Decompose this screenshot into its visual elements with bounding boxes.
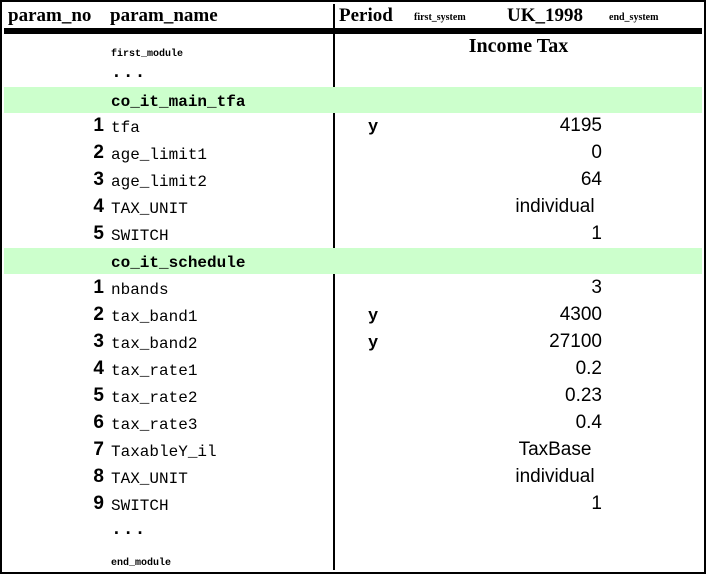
param-value[interactable]: 3 [591,277,602,298]
table-row[interactable]: 2 tax_band1 y 4300 [4,302,702,328]
param-name: tax_rate3 [111,416,198,434]
end-module-row: end_module [4,545,702,571]
ellipsis: ... [111,520,147,540]
table-row[interactable]: 2 age_limit1 0 [4,140,702,166]
param-no: 1 [93,115,104,136]
table-row[interactable]: 3 age_limit2 64 [4,167,702,193]
header-first-system: first_system [414,12,466,23]
param-value[interactable]: 4300 [559,304,602,325]
param-value[interactable]: 1 [591,223,602,244]
param-name: tax_rate1 [111,362,198,380]
param-no: 4 [93,358,104,379]
table-row[interactable]: 1 tfa y 4195 [4,113,702,139]
param-name: TaxableY_il [111,443,217,461]
param-name: TAX_UNIT [111,200,188,218]
table-row[interactable]: 5 tax_rate2 0.23 [4,383,702,409]
table-row[interactable]: 5 SWITCH 1 [4,221,702,247]
param-name: age_limit2 [111,173,208,191]
system-title: Income Tax [468,35,569,57]
param-period: y [368,307,379,326]
end-module-label: end_module [111,558,172,569]
param-name: TAX_UNIT [111,470,188,488]
param-value[interactable]: 4195 [559,115,602,136]
param-value[interactable]: 64 [580,169,602,190]
param-name: SWITCH [111,497,169,515]
param-no: 6 [93,412,104,433]
section-name: co_it_schedule [111,254,246,272]
param-value[interactable]: individual [515,466,595,487]
section-name: co_it_main_tfa [111,93,246,111]
param-no: 5 [93,223,104,244]
param-value[interactable]: 27100 [549,331,602,352]
table-row[interactable]: 6 tax_rate3 0.4 [4,410,702,436]
header-rule [4,28,702,34]
param-no: 4 [93,196,104,217]
param-no: 7 [93,439,104,460]
table-row[interactable]: 7 TaxableY_il TaxBase [4,437,702,463]
param-name: tax_rate2 [111,389,198,407]
header-param-no: param_no [8,5,92,26]
param-no: 5 [93,385,104,406]
param-value[interactable]: 0.4 [575,412,602,433]
param-name: tfa [111,119,140,137]
param-name: tax_band2 [111,335,198,353]
param-value[interactable]: 0 [591,142,602,163]
param-value[interactable]: individual [515,196,595,217]
header-system-name: UK_1998 [507,5,583,26]
param-value[interactable]: 1 [591,493,602,514]
column-divider [333,4,335,570]
param-period: y [368,118,379,137]
param-period: y [368,334,379,353]
table-row[interactable]: 4 TAX_UNIT individual [4,194,702,220]
section-header-row[interactable]: co_it_main_tfa [4,87,702,113]
header-period: Period [339,5,393,26]
ellipsis: ... [111,63,147,83]
param-name: nbands [111,281,169,299]
ellipsis-row: ... [4,518,702,544]
param-no: 1 [93,277,104,298]
table-row[interactable]: 8 TAX_UNIT individual [4,464,702,490]
param-value[interactable]: TaxBase [518,439,592,460]
param-no: 9 [93,493,104,514]
first-module-label: first_module [111,49,184,60]
table-row[interactable]: 3 tax_band2 y 27100 [4,329,702,355]
param-no: 2 [93,142,104,163]
param-no: 8 [93,466,104,487]
param-no: 3 [93,331,104,352]
table-row[interactable]: 4 tax_rate1 0.2 [4,356,702,382]
param-value[interactable]: 0.23 [565,385,602,406]
ellipsis-row: ... [4,61,702,87]
param-name: age_limit1 [111,146,208,164]
param-value[interactable]: 0.2 [575,358,602,379]
table-row[interactable]: 1 nbands 3 [4,275,702,301]
header-end-system: end_system [609,12,659,23]
param-name: SWITCH [111,227,169,245]
param-no: 3 [93,169,104,190]
param-name: tax_band1 [111,308,198,326]
section-header-row[interactable]: co_it_schedule [4,248,702,274]
table-row[interactable]: 9 SWITCH 1 [4,491,702,517]
param-no: 2 [93,304,104,325]
header-param-name: param_name [110,5,218,26]
first-module-row: first_module [4,36,702,62]
